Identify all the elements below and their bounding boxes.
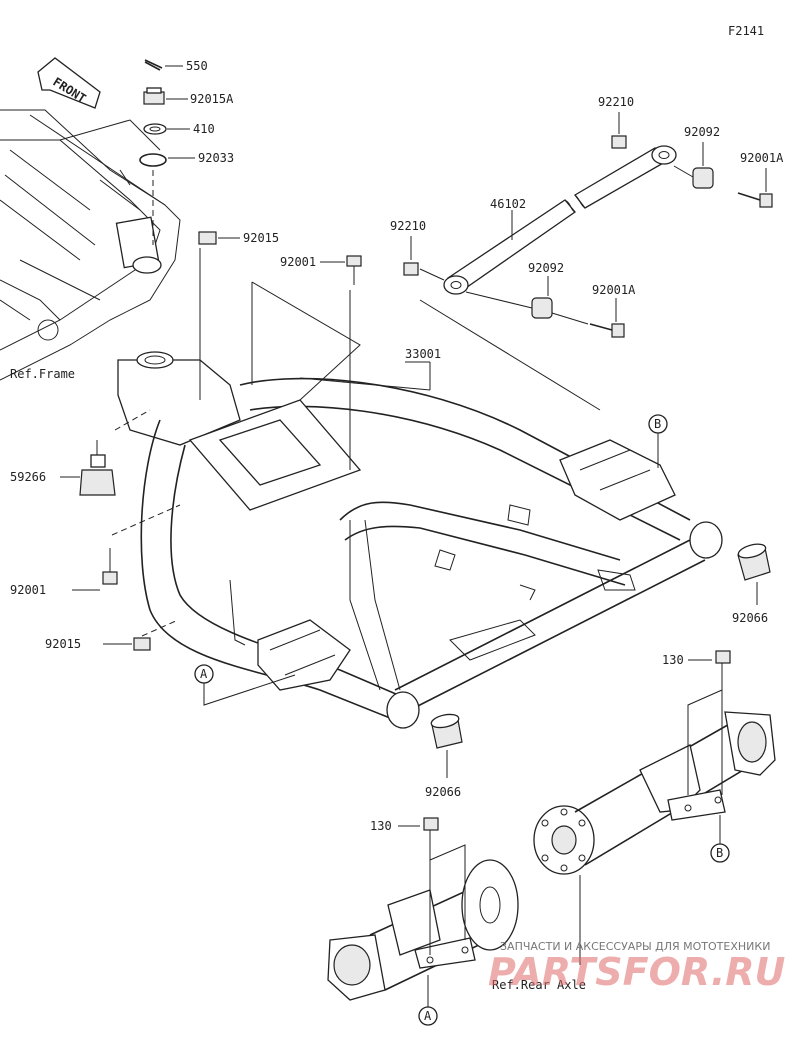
part-59266-label: 59266 bbox=[10, 470, 46, 484]
bolt-130-left-icon bbox=[423, 817, 439, 860]
part-92092-mid-label: 92092 bbox=[528, 261, 564, 275]
bolt-92001-bottom-icon bbox=[102, 548, 118, 585]
front-arrow-icon: FRONT bbox=[37, 57, 101, 109]
watermark-brand: PARTSFOR.RU bbox=[488, 950, 786, 994]
part-92210-mid-label: 92210 bbox=[390, 219, 426, 233]
svg-text:B: B bbox=[654, 417, 661, 431]
figure-id: F2141 bbox=[728, 24, 764, 38]
watermark-tagline: ЗАПЧАСТИ И АКСЕССУАРЫ ДЛЯ МОТОТЕХНИКИ bbox=[500, 940, 770, 953]
cotter-pin-icon bbox=[144, 59, 163, 71]
nut-92210-mid-icon bbox=[403, 262, 419, 276]
ref-rear-axle-label: Ref.Rear Axle bbox=[492, 978, 586, 992]
part-92066-bottom-label: 92066 bbox=[425, 785, 461, 799]
bushing-92092-mid-icon bbox=[531, 297, 553, 319]
part-92001-bottom-label: 92001 bbox=[10, 583, 46, 597]
part-92066-right-label: 92066 bbox=[732, 611, 768, 625]
svg-text:A: A bbox=[200, 667, 208, 681]
end-cap-bottom-icon bbox=[430, 713, 463, 749]
swingarm-body bbox=[117, 351, 723, 729]
end-cap-right-icon bbox=[737, 543, 771, 581]
rear-axle-left bbox=[327, 859, 519, 1001]
bolt-92001A-mid-icon bbox=[589, 323, 625, 338]
bushing-92092-top-icon bbox=[692, 167, 714, 189]
part-130-left-label: 130 bbox=[370, 819, 392, 833]
part-92015A-label: 92015A bbox=[190, 92, 234, 106]
part-92015-bottom-label: 92015 bbox=[45, 637, 81, 651]
part-410-label: 410 bbox=[193, 122, 215, 136]
nut-92015-bottom-icon bbox=[133, 637, 151, 651]
torque-link-rod bbox=[443, 145, 677, 295]
washer-icon bbox=[143, 123, 167, 135]
svg-text:A: A bbox=[424, 1009, 432, 1023]
pivot-cap-icon bbox=[79, 440, 116, 496]
nut-92210-top-icon bbox=[611, 135, 627, 149]
svg-text:B: B bbox=[716, 846, 723, 860]
part-92001-top-label: 92001 bbox=[280, 255, 316, 269]
part-92210-top-label: 92210 bbox=[598, 95, 634, 109]
callout-a-left: A bbox=[194, 664, 296, 706]
bolt-92001A-top-icon bbox=[737, 192, 773, 208]
part-92033-label: 92033 bbox=[198, 151, 234, 165]
castle-nut-icon bbox=[143, 87, 165, 105]
callout-a-bottom: A bbox=[418, 975, 438, 1026]
part-92015-top-label: 92015 bbox=[243, 231, 279, 245]
callout-b-top: B bbox=[648, 414, 668, 468]
part-550-label: 550 bbox=[186, 59, 208, 73]
bolt-130-right-icon bbox=[715, 650, 731, 690]
part-46102-label: 46102 bbox=[490, 197, 526, 211]
callout-b-bottom: B bbox=[710, 815, 730, 863]
part-33001-label: 33001 bbox=[405, 347, 441, 361]
part-130-right-label: 130 bbox=[662, 653, 684, 667]
ref-frame-label: Ref.Frame bbox=[10, 367, 75, 381]
bolt-92001-top-icon bbox=[346, 255, 362, 285]
part-92001A-top-label: 92001A bbox=[740, 151, 784, 165]
circlip-icon bbox=[139, 153, 167, 167]
part-92001A-mid-label: 92001A bbox=[592, 283, 636, 297]
part-92092-top-label: 92092 bbox=[684, 125, 720, 139]
rear-axle-right bbox=[533, 711, 776, 875]
ref-frame-drawing bbox=[0, 109, 181, 381]
nut-92015-top-icon bbox=[198, 231, 217, 245]
